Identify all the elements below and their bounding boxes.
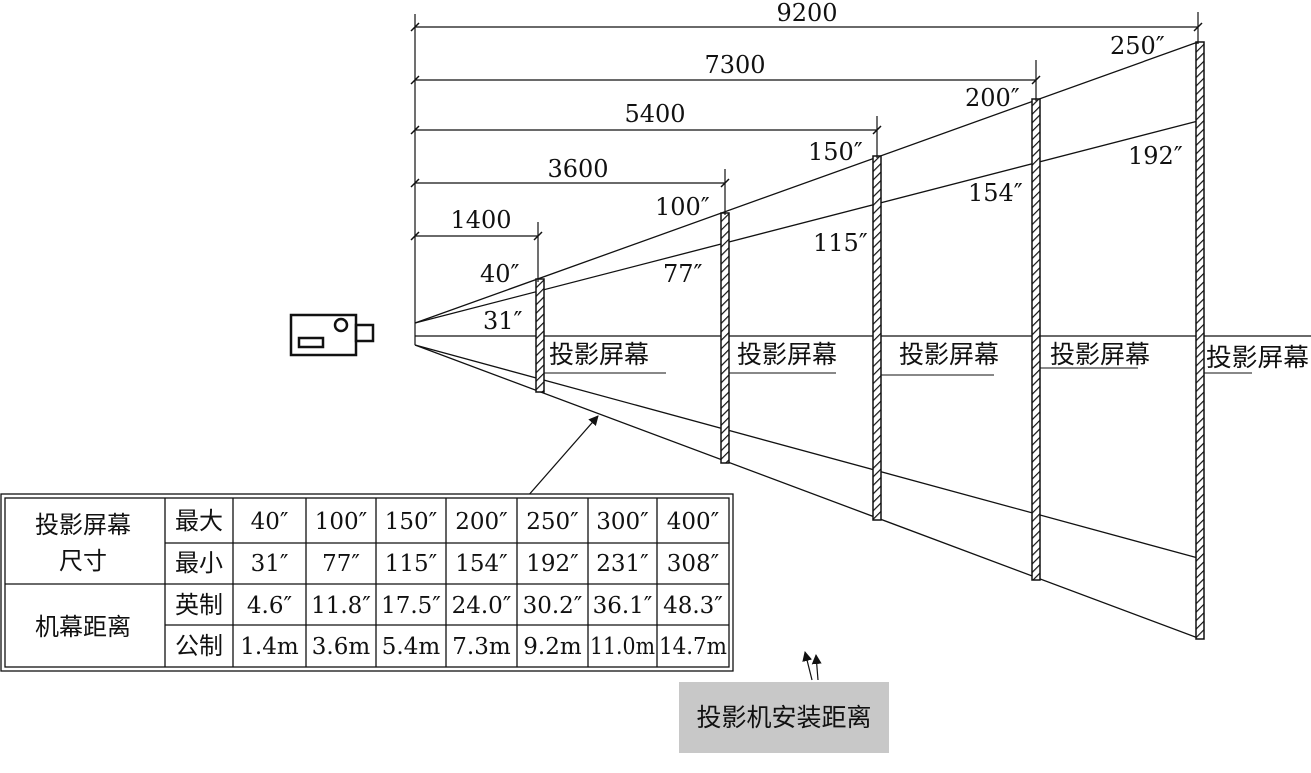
ray-max-upper: [414, 41, 1199, 324]
table-cell-metric-6: 11.0m: [590, 634, 655, 660]
screen-label-1: 投影屏幕: [549, 340, 649, 369]
caption-box: [679, 682, 889, 753]
screen-3: [872, 155, 882, 521]
screen-1: [535, 278, 545, 393]
table-cell-imperial-6: 36.1″: [593, 593, 653, 619]
table-cells: 40″ 100″ 150″ 200″ 250″ 300″ 400″ 31″ 77″ 115″ 154…: [240, 509, 727, 660]
table-cell-min-4: 154″: [455, 551, 508, 577]
table-group-screen-size-line1: 投影屏幕: [35, 511, 131, 539]
table-cell-min-3: 115″: [385, 551, 438, 577]
table-cell-max-3: 150″: [385, 509, 438, 535]
table-cell-min-2: 77″: [322, 551, 360, 577]
table-cell-min-1: 31″: [251, 551, 289, 577]
table-cell-max-6: 300″: [596, 509, 649, 535]
max-size-label-1: 40″: [480, 260, 520, 288]
table-cell-min-5: 192″: [526, 551, 579, 577]
projector-icon: [289, 313, 375, 357]
table-cell-imperial-1: 4.6″: [247, 593, 293, 619]
max-size-label-5: 250″: [1110, 32, 1165, 60]
screen-label-3: 投影屏幕: [899, 340, 999, 369]
min-size-label-4: 154″: [968, 179, 1023, 207]
table-cell-max-5: 250″: [526, 509, 579, 535]
table-cell-min-7: 308″: [667, 551, 720, 577]
ray-max-lower: [414, 344, 1199, 639]
min-size-label-1: 31″: [483, 307, 523, 335]
screen-label-2: 投影屏幕: [737, 340, 837, 369]
table-cell-max-2: 100″: [315, 509, 368, 535]
table-cell-metric-3: 5.4m: [382, 634, 441, 660]
table-cell-imperial-3: 17.5″: [381, 593, 441, 619]
screen-label-5: 投影屏幕: [1206, 343, 1309, 372]
table-group-screen-size-line2: 尺寸: [59, 547, 107, 575]
table-group-distance: 机幕距离: [35, 613, 131, 641]
dimension-lines: [415, 12, 1199, 282]
projection-rays: [414, 41, 1199, 639]
table-subrow-min: 最小: [175, 549, 223, 577]
ray-min-upper: [414, 120, 1199, 324]
table-cell-imperial-2: 11.8″: [311, 593, 371, 619]
leader-arrow: [526, 415, 599, 498]
table-cell-imperial-7: 48.3″: [663, 593, 723, 619]
caption-label: 投影机安装距离: [696, 703, 871, 732]
table-cell-max-4: 200″: [455, 509, 508, 535]
max-size-label-3: 150″: [808, 138, 863, 166]
table-cell-metric-2: 3.6m: [312, 634, 371, 660]
ray-min-lower: [414, 344, 1199, 559]
table-subrow-imperial: 英制: [175, 591, 223, 619]
table-subrow-max: 最大: [175, 507, 223, 535]
table-cell-imperial-5: 30.2″: [523, 593, 583, 619]
table-cell-imperial-4: 24.0″: [452, 593, 512, 619]
table-cell-metric-5: 9.2m: [523, 634, 582, 660]
distance-label-1: 1400: [450, 206, 511, 234]
min-size-label-3: 115″: [813, 229, 868, 257]
screen-2: [720, 212, 730, 464]
distance-label-3: 5400: [624, 100, 685, 128]
table-cell-max-1: 40″: [251, 509, 289, 535]
max-size-label-2: 100″: [655, 193, 710, 221]
distance-label-2: 3600: [547, 155, 608, 183]
dimension-ticks: [410, 22, 1203, 241]
table-cell-metric-7: 14.7m: [659, 634, 727, 660]
min-size-label-5: 192″: [1128, 142, 1183, 170]
table-subrow-metric: 公制: [175, 632, 223, 660]
min-size-label-2: 77″: [663, 260, 703, 288]
caption-arrows: [802, 651, 822, 681]
table-cell-max-7: 400″: [667, 509, 720, 535]
table-cell-min-6: 231″: [596, 551, 649, 577]
screen-4: [1031, 98, 1041, 581]
distance-label-5: 9200: [776, 0, 837, 27]
max-size-label-4: 200″: [965, 84, 1020, 112]
table-cell-metric-1: 1.4m: [240, 634, 299, 660]
distance-label-4: 7300: [704, 51, 765, 79]
table-cell-metric-4: 7.3m: [452, 634, 511, 660]
screen-label-4: 投影屏幕: [1050, 340, 1150, 369]
size-distance-table: 投影屏幕 尺寸 机幕距离 最大 最小 英制 公制 40″ 100″ 150″ 200″…: [0, 493, 734, 672]
screen-5: [1195, 41, 1205, 640]
